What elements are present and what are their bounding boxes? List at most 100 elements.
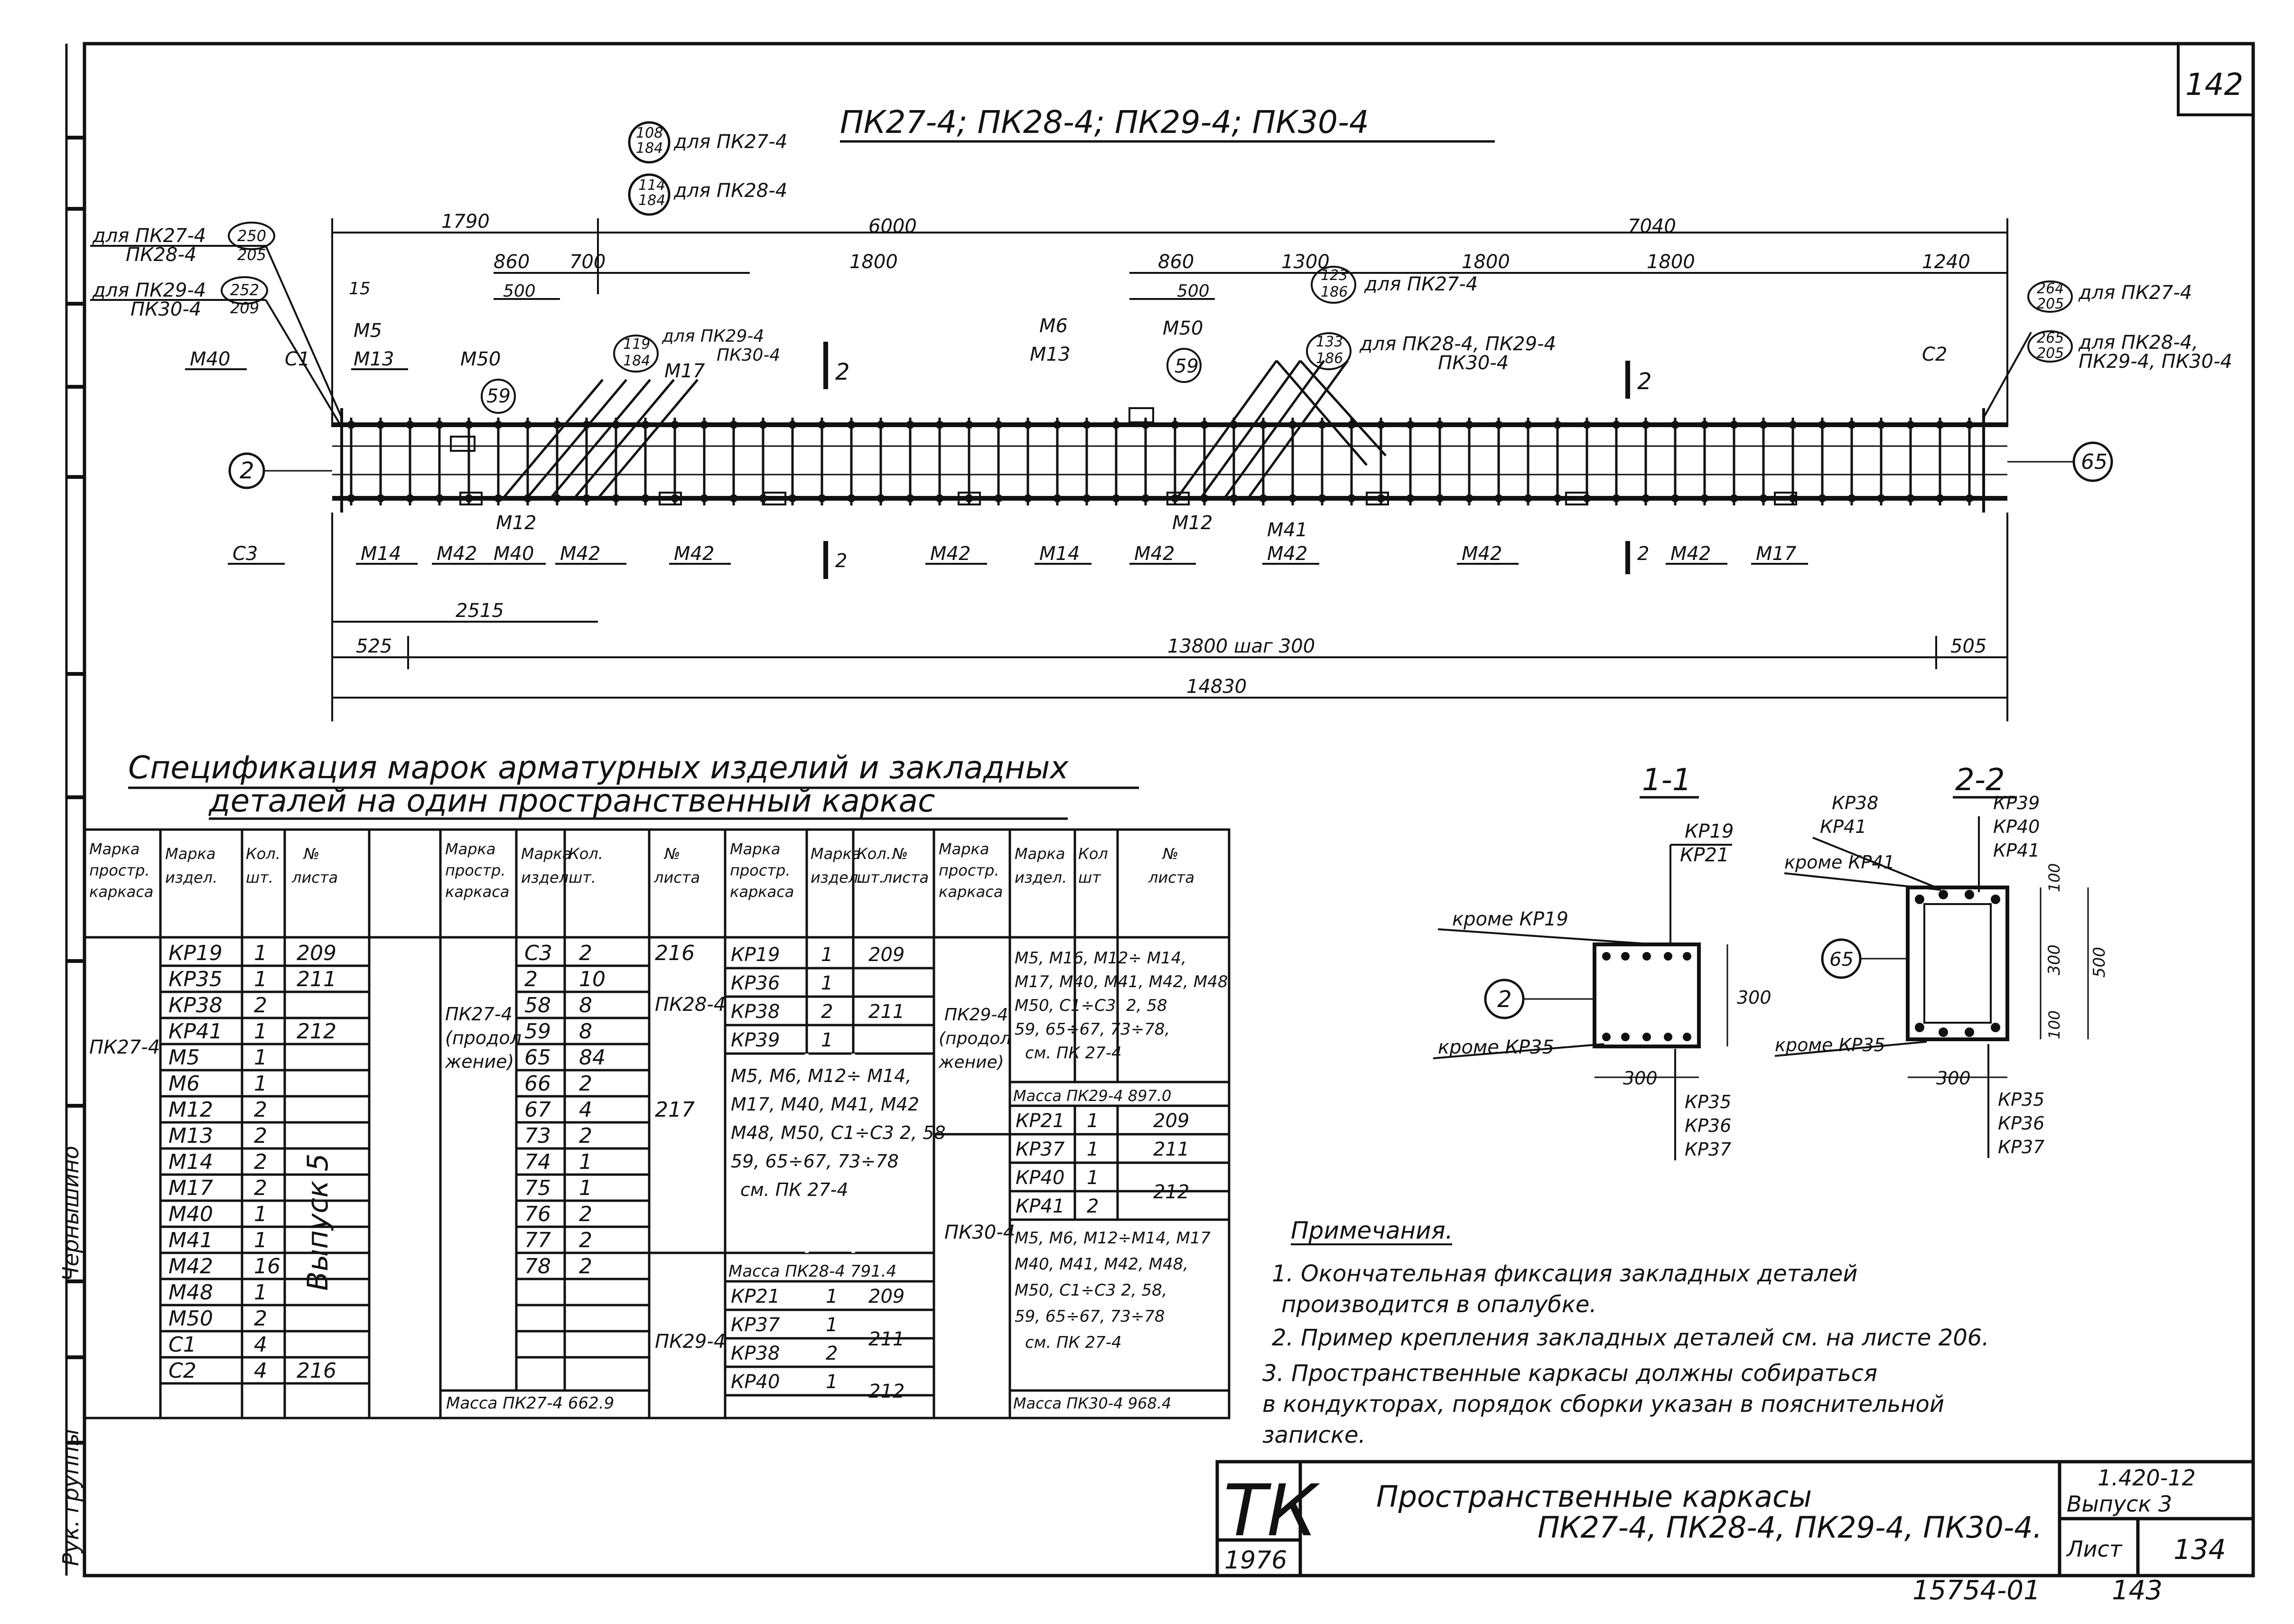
- svg-text:2: 2: [821, 1001, 833, 1023]
- bar-dot: [494, 420, 503, 429]
- notes: Примечания. 1. Окончательная фиксация за…: [1262, 1217, 1989, 1448]
- svg-text:59: 59: [486, 385, 511, 407]
- bar-dot: [1877, 494, 1885, 503]
- svg-text:14830: 14830: [1186, 676, 1247, 698]
- svg-text:1800: 1800: [1462, 251, 1510, 273]
- bar-dot: [553, 494, 561, 503]
- svg-text:М50: М50: [1163, 317, 1203, 339]
- svg-text:М5, М16, М12÷ М14,: М5, М16, М12÷ М14,: [1015, 949, 1186, 968]
- table-cell: 2: [579, 1124, 592, 1148]
- svg-text:700: 700: [569, 251, 606, 273]
- svg-text:300: 300: [1936, 1068, 1971, 1089]
- svg-text:издел.: издел.: [165, 868, 217, 887]
- table-cell: 1: [579, 1150, 592, 1174]
- svg-text:ПК28-4: ПК28-4: [655, 994, 726, 1016]
- svg-text:для ПК27-4: для ПК27-4: [1364, 273, 1478, 295]
- side-label-name: Чернышино: [58, 1146, 84, 1281]
- bar-dot: [347, 494, 355, 503]
- svg-text:ПК29-4, ПК30-4: ПК29-4, ПК30-4: [2079, 351, 2232, 373]
- title-block: ТК 1976 Пространственные каркасы ПК27-4,…: [1215, 1460, 2255, 1606]
- table-cell: 66: [524, 1072, 551, 1096]
- bar-dot: [906, 420, 914, 429]
- svg-text:ПК29-4: ПК29-4: [655, 1331, 726, 1353]
- svg-text:шт: шт: [1078, 868, 1101, 887]
- bar-dot: [1700, 494, 1709, 503]
- table-cell: 4: [579, 1098, 592, 1122]
- svg-text:1: 1: [821, 1029, 833, 1051]
- svg-text:Масса ПК28-4 791.4: Масса ПК28-4 791.4: [728, 1262, 896, 1281]
- bar-dot: [1288, 494, 1297, 503]
- bar-dot: [818, 494, 826, 503]
- svg-text:шт.: шт.: [569, 868, 596, 887]
- svg-text:Марка: Марка: [521, 845, 571, 863]
- axis-right: 65: [2007, 441, 2113, 482]
- svg-text:1: 1: [826, 1314, 838, 1336]
- bar-dot: [818, 420, 826, 429]
- svg-text:300: 300: [1737, 987, 1772, 1008]
- table-cell: 4: [254, 1333, 267, 1357]
- svg-text:М40, М41, М42, М48,: М40, М41, М42, М48,: [1015, 1255, 1188, 1274]
- table-cell: 84: [579, 1045, 606, 1070]
- svg-text:М6: М6: [1039, 315, 1068, 337]
- svg-text:59: 59: [1175, 355, 1199, 377]
- bar-dot: [847, 420, 856, 429]
- table-cell: 1: [254, 1202, 267, 1226]
- svg-text:65: 65: [2081, 450, 2107, 474]
- svg-text:264: 264: [2037, 280, 2064, 297]
- table-cell: 2: [254, 1150, 267, 1174]
- bar-dot: [1730, 420, 1738, 429]
- main-title: ПК27-4; ПК28-4; ПК29-4; ПК30-4: [840, 104, 1369, 140]
- svg-text:Марка: Марка: [939, 840, 989, 858]
- bar-dot: [788, 494, 797, 503]
- bar-dot: [406, 420, 414, 429]
- svg-text:212: 212: [868, 1381, 905, 1402]
- table-cell: 8: [579, 993, 592, 1017]
- table-cell: С1: [168, 1333, 196, 1357]
- svg-text:М5, М6, М12÷М14, М17: М5, М6, М12÷М14, М17: [1015, 1229, 1211, 1248]
- svg-text:2: 2: [1637, 543, 1649, 565]
- svg-text:М13: М13: [354, 348, 394, 370]
- bar-dot: [1671, 420, 1679, 429]
- table-cell: 1: [254, 1072, 267, 1096]
- bar-dot: [1553, 494, 1562, 503]
- svg-text:КР37: КР37: [731, 1314, 780, 1336]
- table-cell: 217: [655, 1098, 695, 1122]
- table-cell: М5: [168, 1045, 200, 1070]
- svg-text:М14: М14: [361, 543, 401, 565]
- svg-text:1-1: 1-1: [1642, 763, 1692, 798]
- svg-text:209: 209: [1153, 1110, 1189, 1132]
- bar-dot: [1347, 420, 1356, 429]
- svg-text:каркаса: каркаса: [445, 883, 509, 901]
- section-mark-2: 2: [1637, 368, 1652, 395]
- svg-text:КР36: КР36: [1998, 1113, 2044, 1134]
- svg-text:С3: С3: [233, 543, 258, 565]
- table-cell: С2: [168, 1359, 196, 1383]
- table-cell: 209: [297, 941, 336, 965]
- section-2-2: 2-2 65 КР38 КР41 кроме КР41 КР39 КР40 КР…: [1774, 763, 2109, 1158]
- svg-text:М50, С1÷С3, 2, 58: М50, С1÷С3, 2, 58: [1015, 996, 1167, 1015]
- svg-text:142: 142: [2185, 67, 2243, 103]
- bar-dot: [1259, 420, 1268, 429]
- svg-text:КР41: КР41: [1993, 840, 2040, 861]
- svg-text:для ПК27-4: для ПК27-4: [92, 225, 206, 247]
- svg-text:издел.: издел.: [811, 868, 863, 887]
- svg-text:1800: 1800: [1647, 251, 1695, 273]
- svg-text:6000: 6000: [868, 215, 917, 237]
- table-cell: 65: [524, 1045, 551, 1070]
- bar-dot: [465, 494, 473, 503]
- svg-text:КР40: КР40: [1016, 1167, 1064, 1189]
- svg-text:КР21: КР21: [1680, 844, 1729, 866]
- table-cell: М12: [168, 1098, 213, 1122]
- bar-dot: [1436, 494, 1444, 503]
- section-1-1: 1-1 2 КР19 КР21 кроме КР19 кроме КР35 30…: [1433, 763, 1772, 1160]
- svg-text:212: 212: [1153, 1181, 1189, 1203]
- bar-dot: [1347, 494, 1356, 503]
- svg-text:М41: М41: [1267, 519, 1307, 541]
- bar-dot: [582, 494, 591, 503]
- bar-dot: [1524, 420, 1532, 429]
- bar-dot: [612, 494, 620, 503]
- bar-dot: [1465, 494, 1473, 503]
- svg-text:КР40: КР40: [731, 1371, 780, 1393]
